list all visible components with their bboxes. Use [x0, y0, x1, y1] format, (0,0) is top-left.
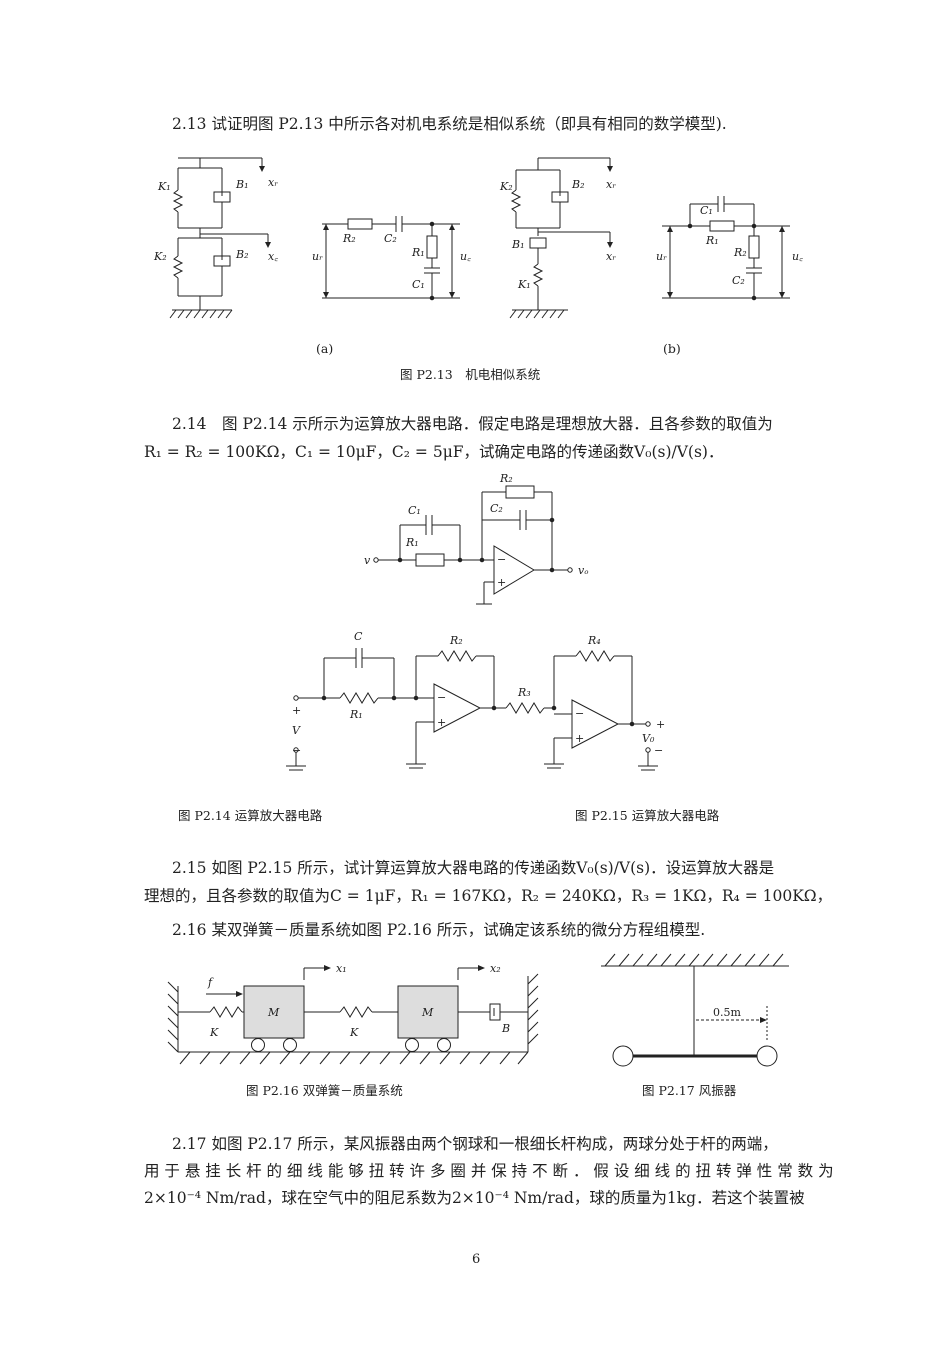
- svg-text:xᵣ: xᵣ: [606, 250, 616, 263]
- svg-text:+: +: [656, 718, 665, 731]
- svg-text:R₂: R₂: [342, 232, 356, 245]
- svg-text:+: +: [437, 716, 446, 729]
- svg-text:xᵣ: xᵣ: [268, 176, 278, 189]
- svg-text:x₂: x₂: [490, 962, 501, 975]
- figure-caption-p2-15: 图 P2.15 运算放大器电路: [575, 808, 720, 823]
- svg-text:B₂: B₂: [235, 248, 249, 261]
- svg-text:C₂: C₂: [732, 274, 745, 287]
- svg-text:C₁: C₁: [700, 204, 713, 217]
- svg-text:C₂: C₂: [384, 232, 397, 245]
- svg-text:R₁: R₁: [705, 234, 719, 247]
- mechanical-system-b: K₂ B₂ xᵣ B₁ xᵣ K₁: [499, 158, 616, 318]
- svg-text:f: f: [207, 976, 214, 989]
- svg-text:R₄: R₄: [587, 634, 601, 647]
- svg-text:−: −: [292, 744, 301, 757]
- svg-text:B₂: B₂: [571, 178, 585, 191]
- svg-text:R₃: R₃: [517, 686, 531, 699]
- svg-text:u꜀: u꜀: [460, 250, 471, 263]
- problem-2-15-line-1: 2.15 如图 P2.15 所示，试计算运算放大器电路的传递函数V₀(s)/V(…: [172, 859, 775, 877]
- svg-text:M: M: [267, 1006, 280, 1019]
- figure-p2-16: f x₁ x₂ M M K K B: [150, 962, 560, 1080]
- problem-2-14-line-2: R₁ = R₂ = 100KΩ，C₁ = 10μF，C₂ = 5μF，试确定电路…: [144, 443, 724, 461]
- page-number: 6: [472, 1252, 481, 1267]
- svg-text:R₂: R₂: [449, 634, 463, 647]
- svg-text:uᵣ: uᵣ: [312, 250, 323, 263]
- svg-text:x₁: x₁: [336, 962, 347, 975]
- svg-text:−: −: [654, 744, 663, 757]
- subfigure-label-b: (b): [663, 341, 681, 356]
- svg-text:V₀: V₀: [642, 732, 655, 745]
- svg-text:+: +: [292, 704, 301, 717]
- svg-text:uᵣ: uᵣ: [656, 250, 667, 263]
- svg-text:C₁: C₁: [412, 278, 425, 291]
- svg-text:K₁: K₁: [517, 278, 531, 291]
- svg-text:K₂: K₂: [499, 180, 513, 193]
- figure-p2-17: 0.5m: [595, 944, 795, 1076]
- svg-text:x꜀: x꜀: [268, 250, 278, 263]
- svg-text:C₂: C₂: [490, 502, 503, 515]
- svg-text:M: M: [421, 1006, 434, 1019]
- figure-caption-p2-16: 图 P2.16 双弹簧－质量系统: [246, 1083, 403, 1098]
- figure-caption-p2-14: 图 P2.14 运算放大器电路: [178, 808, 323, 823]
- problem-2-17-line-1: 2.17 如图 P2.17 所示，某风振器由两个钢球和一根细长杆构成，两球分处于…: [172, 1135, 778, 1153]
- svg-text:R₂: R₂: [733, 246, 747, 259]
- problem-2-17-line-3: 2×10⁻⁴ Nm/rad，球在空气中的阻尼系数为2×10⁻⁴ Nm/rad，球…: [144, 1189, 805, 1207]
- figure-caption-p2-13: 图 P2.13 机电相似系统: [400, 367, 541, 382]
- svg-text:K₂: K₂: [153, 250, 167, 263]
- svg-text:−: −: [437, 691, 446, 704]
- figure-p2-14: − + R₂ C₁ C₂ R₁ v vₒ: [364, 472, 588, 618]
- svg-text:K: K: [209, 1026, 219, 1039]
- svg-text:−: −: [497, 553, 506, 566]
- svg-text:R₂: R₂: [499, 472, 513, 485]
- figure-p2-13: K₁ B₁ xᵣ K₂ B₂ x꜀: [153, 148, 803, 338]
- svg-text:R₁: R₁: [349, 708, 363, 721]
- svg-text:R₁: R₁: [405, 536, 419, 549]
- svg-text:V: V: [292, 724, 301, 737]
- problem-2-14-line-1: 2.14 图 P2.14 示所示为运算放大器电路．假定电路是理想放大器．且各参数…: [172, 415, 773, 433]
- svg-text:B₁: B₁: [511, 238, 525, 251]
- svg-text:vₒ: vₒ: [578, 564, 588, 577]
- figure-p2-15: − + − + C R₂ R₄ R₁ R₃ + V − + V₀ −: [280, 630, 665, 778]
- electrical-system-a: R₂ C₂ R₁ C₁ uᵣ u꜀: [312, 216, 471, 300]
- mechanical-system-a: K₁ B₁ xᵣ K₂ B₂ x꜀: [153, 158, 278, 318]
- svg-text:+: +: [497, 576, 506, 589]
- svg-text:C: C: [354, 630, 363, 643]
- electrical-system-b: C₁ R₁ R₂ C₂ uᵣ u꜀: [656, 196, 803, 300]
- subfigure-label-a: (a): [316, 341, 334, 356]
- svg-text:+: +: [575, 732, 584, 745]
- svg-text:C₁: C₁: [408, 504, 421, 517]
- svg-text:0.5m: 0.5m: [713, 1006, 741, 1019]
- svg-text:R₁: R₁: [411, 246, 425, 259]
- problem-2-13: 2.13 试证明图 P2.13 中所示各对机电系统是相似系统（即具有相同的数学模…: [172, 115, 727, 133]
- svg-text:v: v: [364, 554, 371, 567]
- figure-caption-p2-17: 图 P2.17 风振器: [642, 1083, 737, 1098]
- problem-2-16: 2.16 某双弹簧－质量系统如图 P2.16 所示，试确定该系统的微分方程组模型…: [172, 921, 706, 939]
- svg-text:K: K: [349, 1026, 359, 1039]
- svg-text:K₁: K₁: [157, 180, 171, 193]
- svg-text:xᵣ: xᵣ: [606, 178, 616, 191]
- svg-text:B₁: B₁: [235, 178, 249, 191]
- problem-2-17-line-2: 用 于 悬 挂 长 杆 的 细 线 能 够 扭 转 许 多 圈 并 保 持 不 …: [144, 1162, 834, 1180]
- svg-text:u꜀: u꜀: [792, 250, 803, 263]
- problem-2-15-line-2: 理想的，且各参数的取值为C = 1μF，R₁ = 167KΩ，R₂ = 240K…: [144, 887, 833, 905]
- svg-text:−: −: [575, 707, 584, 720]
- svg-text:B: B: [501, 1022, 510, 1035]
